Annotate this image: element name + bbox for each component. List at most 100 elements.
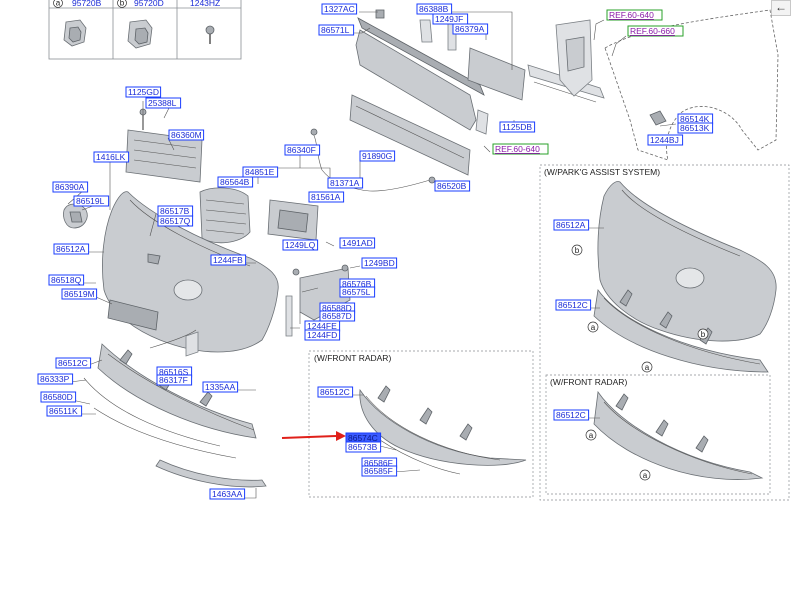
callout-label: 1249BD: [364, 258, 395, 268]
part-callout-86512a[interactable]: 86512A: [53, 243, 90, 255]
callout-label: 86519L: [76, 196, 105, 206]
callout-label: 86519M: [64, 289, 95, 299]
part-callout-86511k[interactable]: 86511K: [46, 405, 83, 417]
part-callout-86520b[interactable]: 86520B: [434, 180, 471, 192]
part-callout-86360m[interactable]: 86360M: [168, 129, 205, 141]
part-callout-1327ac[interactable]: 1327AC: [321, 3, 358, 15]
callout-box: [677, 122, 714, 134]
part-callout-ref-60-660[interactable]: REF.60-660: [627, 25, 684, 37]
part-callout-86512c[interactable]: 86512C: [553, 409, 590, 421]
callout-box: [361, 257, 398, 269]
part-callout-86573b[interactable]: 86573B: [345, 441, 382, 453]
callout-label: 86360M: [171, 130, 202, 140]
part-callout-ref-60-640[interactable]: REF.60-640: [606, 9, 663, 21]
callout-label: 1249JF: [435, 14, 463, 24]
callout-label: 86340F: [287, 145, 316, 155]
part-callout-86585f[interactable]: 86585F: [361, 465, 398, 477]
callout-label: 1244FD: [307, 330, 337, 340]
callout-box: [647, 134, 684, 146]
svg-text:b: b: [120, 0, 125, 8]
callout-box: [553, 219, 590, 231]
part-callout-1125gd[interactable]: 1125GD: [125, 86, 162, 98]
part-callout-1416lk[interactable]: 1416LK: [93, 151, 130, 163]
part-callout-86517q[interactable]: 86517Q: [157, 215, 194, 227]
callout-label: 86512C: [556, 410, 586, 420]
part-callout-86587d[interactable]: 86587D: [319, 310, 356, 322]
callout-label: 84851E: [245, 167, 275, 177]
callout-box: [209, 488, 246, 500]
part-callout-1249lq[interactable]: 1249LQ: [282, 239, 319, 251]
marker: b: [697, 328, 709, 340]
callout-box: [37, 373, 74, 385]
callout-box: [157, 215, 194, 227]
part-callout-86564b[interactable]: 86564B: [217, 176, 254, 188]
part-callout-1463aa[interactable]: 1463AA: [209, 488, 246, 500]
part-callout-86512c[interactable]: 86512C: [317, 386, 354, 398]
callout-label: 1335AA: [205, 382, 236, 392]
part-callout-25388l[interactable]: 25388L: [145, 97, 182, 109]
part-callout-ref-60-640[interactable]: REF.60-640: [492, 143, 549, 155]
legend-b: b 95720D: [117, 0, 164, 49]
callout-label: 86564B: [220, 177, 250, 187]
circle-markers: b b a a a a: [571, 244, 709, 481]
callout-box: [499, 121, 536, 133]
part-callout-86513k[interactable]: 86513K: [677, 122, 714, 134]
part-callout-86379a[interactable]: 86379A: [452, 23, 489, 35]
part-callout-86571l[interactable]: 86571L: [318, 24, 355, 36]
callout-box: [361, 465, 398, 477]
callout-box: [321, 3, 358, 15]
callout-box: [434, 180, 471, 192]
part-callout-84851e[interactable]: 84851E: [242, 166, 279, 178]
part-callout-86512c[interactable]: 86512C: [555, 299, 592, 311]
part-callout-86519l[interactable]: 86519L: [73, 195, 110, 207]
parking-assist-caption: (W/PARK'G ASSIST SYSTEM): [544, 167, 660, 177]
svg-text:1243HZ: 1243HZ: [190, 0, 220, 8]
svg-text:95720D: 95720D: [134, 0, 164, 8]
callout-label: 1463AA: [212, 489, 243, 499]
part-callout-86390a[interactable]: 86390A: [52, 181, 89, 193]
marker: a: [585, 429, 597, 441]
part-callout-1335aa[interactable]: 1335AA: [202, 381, 239, 393]
part-callout-1244fd[interactable]: 1244FD: [304, 329, 341, 341]
callout-box: [339, 237, 376, 249]
callout-label: 86512C: [558, 300, 588, 310]
callout-label: 86516S: [159, 367, 189, 377]
part-callout-1244bj[interactable]: 1244BJ: [647, 134, 684, 146]
callout-label: 86571L: [321, 25, 350, 35]
part-callout-86518q[interactable]: 86518Q: [48, 274, 85, 286]
part-callout-81371a[interactable]: 81371A: [327, 177, 364, 189]
callout-label: 1249LQ: [285, 240, 316, 250]
part-callout-86340f[interactable]: 86340F: [284, 144, 321, 156]
part-callout-86519m[interactable]: 86519M: [61, 288, 98, 300]
callout-label: REF.60-640: [609, 10, 654, 20]
callout-box: [284, 144, 321, 156]
callout-box: [73, 195, 110, 207]
callout-label: 86517Q: [160, 216, 191, 226]
marker: b: [571, 244, 583, 256]
part-callout-1491ad[interactable]: 1491AD: [339, 237, 376, 249]
callout-label: 1244FE: [307, 321, 337, 331]
bumper-cover-pas: [597, 181, 777, 342]
callout-label: 1125GD: [128, 87, 159, 97]
part-callout-1244fb[interactable]: 1244FB: [210, 254, 247, 266]
part-callout-86388b[interactable]: 86388B: [416, 3, 453, 15]
part-callout-1249jf[interactable]: 1249JF: [432, 13, 469, 25]
part-callout-91890g[interactable]: 91890G: [359, 150, 396, 162]
part-callout-1249bd[interactable]: 1249BD: [361, 257, 398, 269]
part-callout-81561a[interactable]: 81561A: [308, 191, 345, 203]
svg-text:b: b: [701, 330, 706, 339]
part-callout-86517b[interactable]: 86517B: [157, 205, 194, 217]
part-callout-86512a[interactable]: 86512A: [553, 219, 590, 231]
part-callout-86512c[interactable]: 86512C: [55, 357, 92, 369]
part-callout-86580d[interactable]: 86580D: [40, 391, 77, 403]
front-radar-caption: (W/FRONT RADAR): [314, 353, 391, 363]
svg-text:95720B: 95720B: [72, 0, 102, 8]
callout-box: [48, 274, 85, 286]
callout-label: 86574C: [348, 433, 378, 443]
callout-box: [345, 441, 382, 453]
part-callout-86575l[interactable]: 86575L: [339, 286, 376, 298]
part-callout-1125db[interactable]: 1125DB: [499, 121, 536, 133]
part-callout-86317f[interactable]: 86317F: [156, 374, 193, 386]
callout-label: 1491AD: [342, 238, 373, 248]
part-callout-86333p[interactable]: 86333P: [37, 373, 74, 385]
